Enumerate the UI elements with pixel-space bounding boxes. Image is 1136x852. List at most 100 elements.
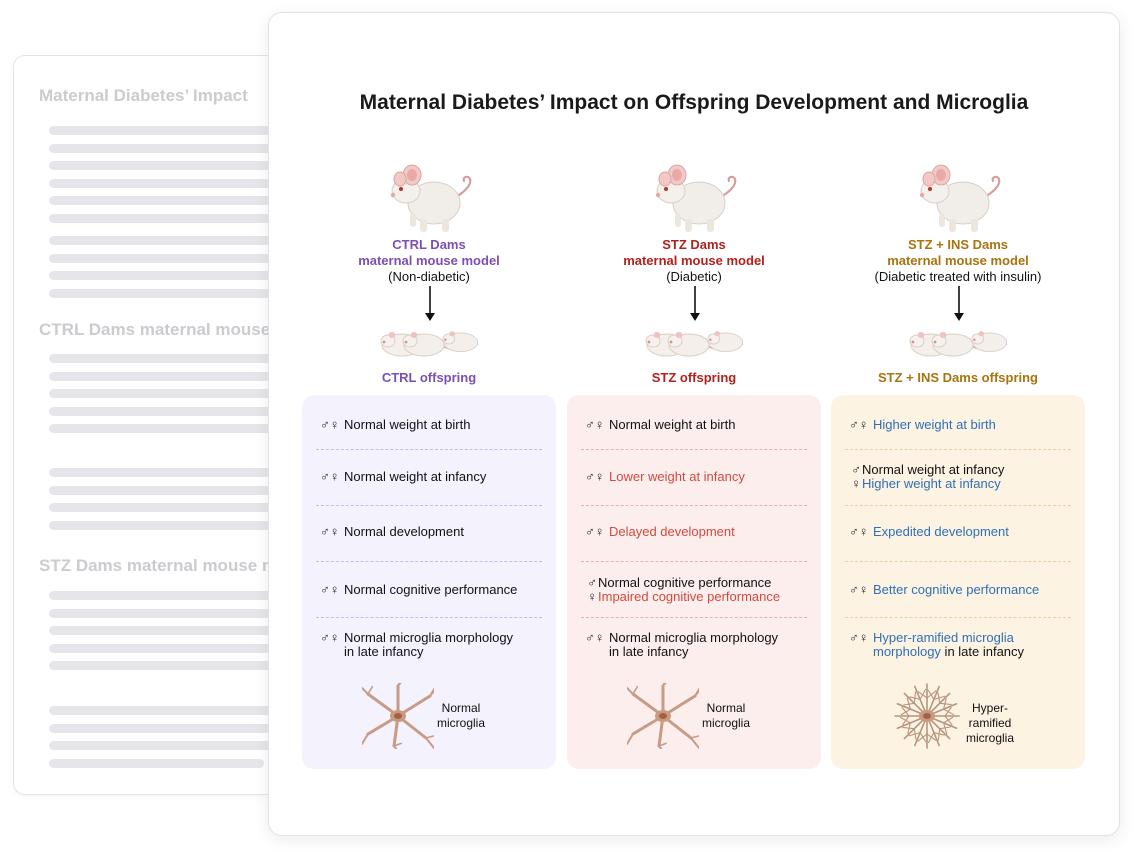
row-divider [581, 561, 807, 562]
outcome-text: Lower weight at infancy [609, 469, 745, 484]
sex-symbol-icon: ♂♀ [585, 630, 605, 645]
preview-heading-3: STZ Dams maternal mouse m [39, 556, 278, 575]
offspring-label: CTRL offspring [381, 370, 477, 385]
hyper-ramified-microglia-icon [891, 683, 963, 749]
row-divider [845, 449, 1071, 450]
outcome-text: in late infancy [344, 644, 424, 659]
sex-symbol-icon: ♀ [587, 589, 597, 604]
outcome-row: ♂♀ Lower weight at infancy [585, 470, 810, 484]
placeholder-line [49, 485, 289, 495]
placeholder-line [49, 741, 289, 750]
sex-symbol-icon: ♂♀ [320, 524, 340, 539]
outcome-line: ♂♀Better cognitive performance [849, 583, 1074, 597]
outcome-line: ♂♀ Normal microglia morphology [320, 631, 545, 645]
row-divider [581, 449, 807, 450]
sex-symbol-icon: ♂♀ [585, 417, 605, 432]
outcome-text: in late infancy [940, 644, 1025, 659]
outcomes-panel: ♂♀Higher weight at birth♂Normal weight a… [831, 395, 1085, 769]
placeholder-line [49, 468, 289, 477]
outcome-line: ♂Normal weight at infancy [849, 463, 1074, 477]
outcome-line: ♂♀Higher weight at birth [849, 418, 1074, 432]
outcome-line: ♂♀Hyper-ramified microglia [849, 631, 1074, 645]
placeholder-line [49, 178, 289, 188]
outcome-line: ♂♀Normal weight at infancy [320, 470, 545, 484]
outcome-text: morphology [873, 644, 941, 659]
outcome-text: Normal cognitive performance [598, 575, 772, 590]
normal-microglia-icon [359, 677, 438, 755]
outcome-line: morphology in late infancy [849, 645, 1074, 659]
placeholder-line [49, 643, 289, 653]
placeholder-line [49, 608, 289, 618]
outcome-text: Higher weight at birth [873, 417, 996, 432]
outcome-text: Delayed development [609, 524, 735, 539]
row-divider [845, 561, 1071, 562]
placeholder-line [49, 389, 289, 398]
dams-description: (Diabetic treated with insulin) [874, 269, 1042, 284]
normal-microglia-icon [624, 677, 703, 755]
sex-symbol-icon: ♂♀ [849, 524, 869, 539]
outcome-row: ♂♀ Normal development [320, 525, 545, 539]
outcome-row: ♂Normal cognitive performance♀Impaired c… [585, 576, 810, 604]
outcome-row: ♂♀Higher weight at birth [849, 418, 1074, 432]
sex-symbol-icon: ♂ [851, 462, 861, 477]
placeholder-line [49, 758, 264, 768]
offspring-pups-icon [645, 327, 755, 361]
dams-name: CTRL Dams [392, 237, 466, 252]
offspring-label: STZ offspring [651, 370, 737, 385]
sex-symbol-icon: ♂♀ [585, 524, 605, 539]
dams-description: (Diabetic) [666, 269, 722, 284]
dam-mouse-icon [911, 163, 1006, 238]
placeholder-line [49, 706, 289, 715]
placeholder-line [49, 143, 289, 153]
outcome-line: ♂♀Normal weight at birth [320, 418, 545, 432]
background-preview-card: Maternal Diabetes’ Impact CTRL Dams mate… [13, 55, 305, 795]
outcome-text: Normal microglia morphology [344, 630, 514, 645]
placeholder-line [49, 196, 289, 205]
placeholder-line [49, 406, 289, 416]
microglia-label-line: microglia [436, 716, 485, 730]
outcome-text: Normal weight at infancy [862, 462, 1005, 477]
sex-symbol-icon: ♂♀ [849, 630, 869, 645]
placeholder-line [49, 354, 289, 363]
sex-symbol-icon: ♂ [587, 575, 597, 590]
microglia-label-line: Normal [706, 701, 746, 715]
sex-symbol-icon: ♂♀ [585, 469, 605, 484]
dams-name: STZ + INS Dams [907, 237, 1009, 252]
outcome-row: ♂♀Normal weight at infancy [320, 470, 545, 484]
outcome-text: Expedited development [873, 524, 1009, 539]
row-divider [581, 617, 807, 618]
outcome-text: Normal cognitive performance [344, 582, 518, 597]
outcome-row: ♂♀Normal weight at birth [320, 418, 545, 432]
outcome-line: ♂♀ Normal development [320, 525, 545, 539]
placeholder-line [49, 161, 289, 170]
outcome-line: in late infancy [585, 645, 810, 659]
placeholder-line [49, 271, 289, 280]
outcome-text: Impaired cognitive performance [598, 589, 781, 604]
outcome-line: ♂♀Normal weight at birth [585, 418, 810, 432]
outcome-line: ♂♀ Delayed development [585, 525, 810, 539]
page-title: Maternal Diabetes’ Impact on Offspring D… [359, 91, 1029, 114]
offspring-label: STZ + INS Dams offspring [878, 370, 1038, 385]
microglia-label-line: Hyper-ramified [968, 701, 1012, 730]
outcome-text: Higher weight at infancy [862, 476, 1001, 491]
placeholder-line [49, 213, 289, 223]
outcome-text: Normal microglia morphology [609, 630, 779, 645]
dams-model: maternal mouse model [358, 253, 500, 268]
preview-heading-2: CTRL Dams maternal mouse [39, 320, 271, 339]
outcomes-panel: ♂♀Normal weight at birth♂♀Lower weight a… [567, 395, 821, 769]
outcome-text: Normal development [344, 524, 464, 539]
down-arrow-icon [685, 286, 705, 322]
outcome-line: in late infancy [320, 645, 545, 659]
sex-symbol-icon: ♂♀ [320, 630, 340, 645]
preview-heading-1: Maternal Diabetes’ Impact [39, 86, 248, 105]
sex-symbol-icon: ♂♀ [320, 582, 340, 597]
placeholder-line [49, 126, 289, 135]
outcome-row: ♂♀ Expedited development [849, 525, 1074, 539]
